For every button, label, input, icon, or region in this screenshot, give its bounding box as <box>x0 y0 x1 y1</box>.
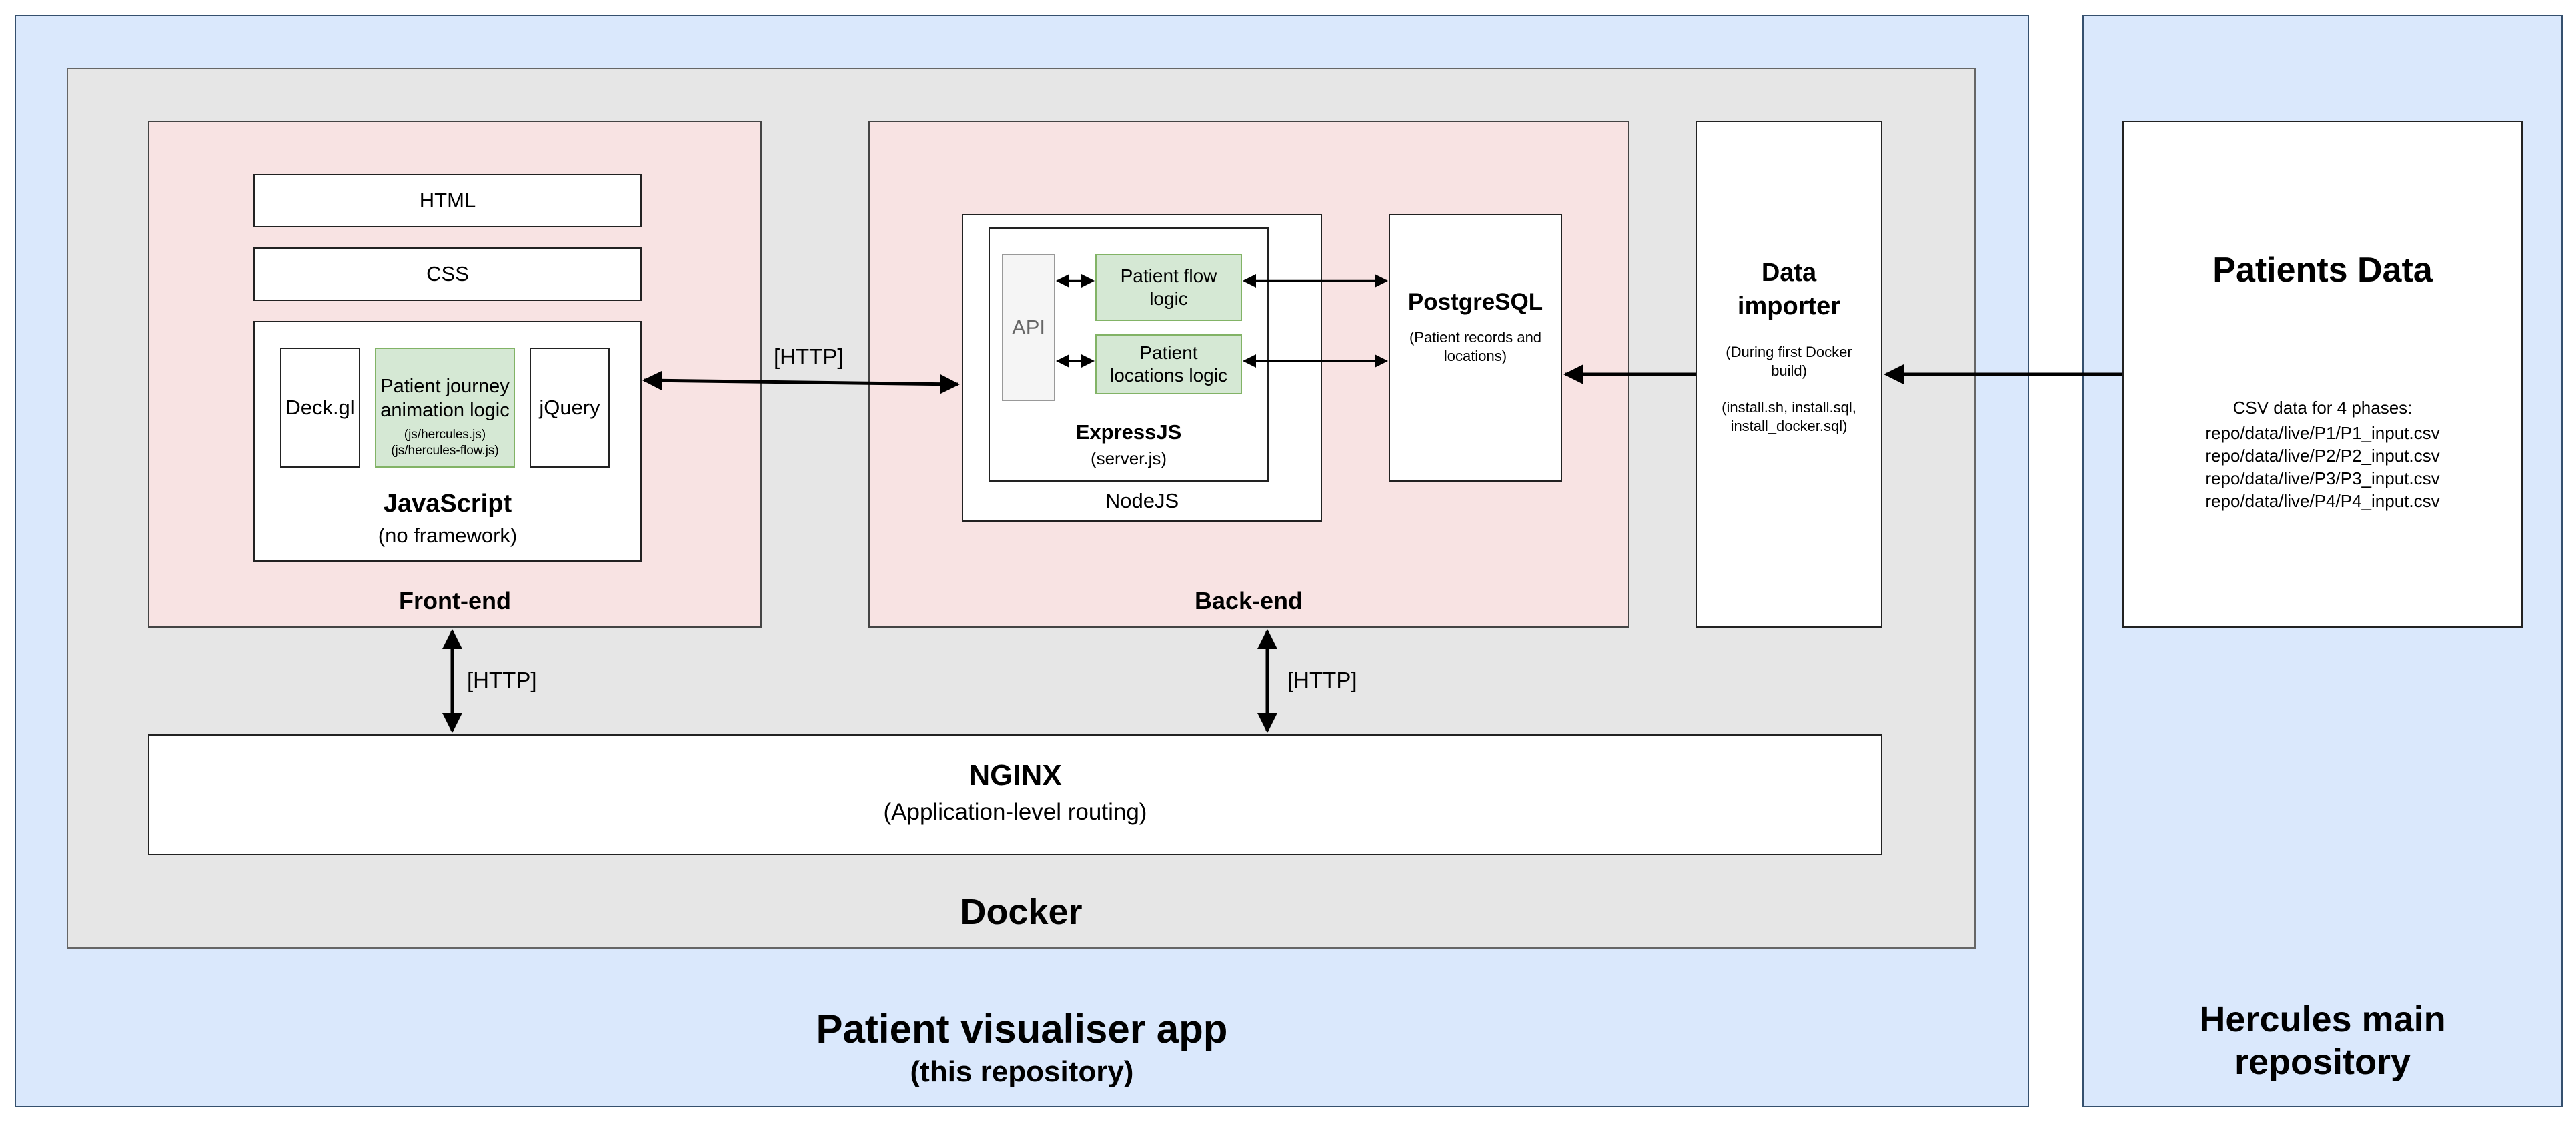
patient-flow-logic-box: Patient flow logic <box>1095 254 1242 321</box>
patients-data-title: Patients Data <box>2212 251 2433 290</box>
api-box: API <box>1002 254 1055 401</box>
css-label: CSS <box>426 262 469 286</box>
javascript-subtitle: (no framework) <box>378 524 518 547</box>
data-importer-box <box>1696 121 1882 628</box>
frontend-label: Front-end <box>399 587 511 614</box>
patients-data-file: repo/data/live/P3/P3_input.csv <box>2205 468 2440 488</box>
data-importer-note-build: (During first Docker build) <box>1726 344 1852 379</box>
patient-flow-logic-label: Patient flow logic <box>1120 265 1217 309</box>
data-importer-note-scripts: (install.sh, install.sql, install_docker… <box>1722 399 1856 434</box>
nginx-box <box>148 734 1882 855</box>
patients-data-file: repo/data/live/P4/P4_input.csv <box>2205 491 2440 511</box>
patients-data-file: repo/data/live/P2/P2_input.csv <box>2205 446 2440 466</box>
http-label-backend-nginx: [HTTP] <box>1287 668 1357 692</box>
deckgl-box: Deck.gl <box>280 348 360 468</box>
nginx-subtitle: (Application-level routing) <box>883 799 1147 825</box>
journey-files: (js/hercules.js) (js/hercules-flow.js) <box>391 428 499 458</box>
nginx-title: NGINX <box>969 759 1062 792</box>
javascript-title: JavaScript <box>383 490 512 518</box>
data-importer-title: Data importer <box>1737 259 1841 320</box>
journey-animation-box: Patient journey animation logic (js/herc… <box>375 348 515 468</box>
jquery-box: jQuery <box>530 348 610 468</box>
postgresql-subtitle: (Patient records and locations) <box>1409 329 1542 364</box>
docker-label: Docker <box>960 892 1083 932</box>
http-label-frontend-nginx: [HTTP] <box>467 668 537 692</box>
patient-app-subtitle: (this repository) <box>910 1055 1134 1088</box>
html-box: HTML <box>253 174 642 227</box>
http-label-frontend-backend: [HTTP] <box>774 344 844 369</box>
postgresql-title: PostgreSQL <box>1407 289 1543 315</box>
backend-label: Back-end <box>1194 587 1303 614</box>
expressjs-subtitle: (server.js) <box>1090 448 1167 468</box>
patients-data-intro: CSV data for 4 phases: <box>2232 398 2413 418</box>
hercules-title: Hercules main repository <box>2199 999 2446 1082</box>
deckgl-label: Deck.gl <box>285 396 355 419</box>
api-label: API <box>1012 316 1045 339</box>
expressjs-title: ExpressJS <box>1075 420 1182 444</box>
postgresql-box <box>1389 214 1562 482</box>
patient-app-title: Patient visualiser app <box>816 1007 1228 1051</box>
html-label: HTML <box>419 189 476 212</box>
css-box: CSS <box>253 247 642 301</box>
patient-locations-logic-label: Patient locations logic <box>1110 342 1227 386</box>
nodejs-label: NodeJS <box>1105 489 1179 512</box>
jquery-label: jQuery <box>539 396 600 419</box>
patients-data-file: repo/data/live/P1/P1_input.csv <box>2205 423 2440 443</box>
patient-locations-logic-box: Patient locations logic <box>1095 334 1242 394</box>
patients-data-box <box>2122 121 2523 628</box>
journey-title: Patient journey animation logic <box>380 376 510 421</box>
